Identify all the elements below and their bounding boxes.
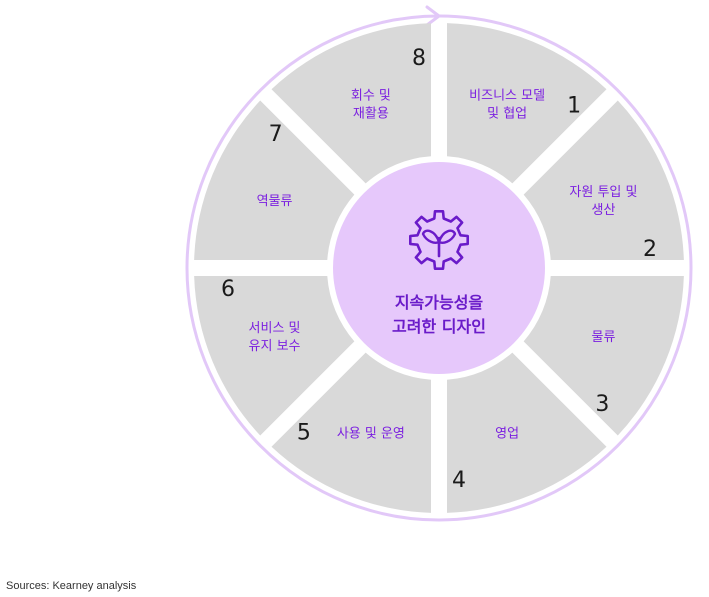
segment-number: 7 <box>269 122 283 147</box>
segment-number: 4 <box>452 468 466 493</box>
segment-label: 역물류 <box>257 194 293 209</box>
segment-shape <box>271 23 431 184</box>
gear-sprout-icon <box>409 210 469 270</box>
segment-3: 물류 3 <box>523 276 684 436</box>
segment-2: 자원 투입 및생산 2 <box>523 100 684 262</box>
segment-label: 유지 보수 <box>249 339 301 354</box>
segment-number: 5 <box>297 420 311 445</box>
segment-number: 2 <box>643 237 657 262</box>
source-note: Sources: Kearney analysis <box>6 580 137 592</box>
sprout-leaf-right <box>437 229 457 244</box>
cycle-ring <box>185 5 693 522</box>
segment-shape <box>523 276 684 436</box>
cycle-arrowhead <box>425 5 441 27</box>
segment-label: 서비스 및 <box>249 321 301 336</box>
segment-shape <box>271 352 431 513</box>
segment-4: 영업 4 <box>447 352 607 513</box>
segment-shape <box>447 23 607 184</box>
segment-5: 사용 및 운영 5 <box>271 352 431 513</box>
segment-label: 회수 및 <box>351 89 391 104</box>
segment-label: 물류 <box>591 330 615 345</box>
segment-label: 생산 <box>591 203 615 218</box>
center-title-line2: 고려한 디자인 <box>392 317 486 336</box>
segment-label: 자원 투입 및 <box>569 185 637 200</box>
segment-number: 3 <box>595 392 609 417</box>
segment-label: 비즈니스 모델 <box>469 89 545 104</box>
center-title-line1: 지속가능성을 <box>395 293 484 312</box>
segment-7: 역물류 7 <box>194 100 355 260</box>
segment-label: 영업 <box>495 426 519 441</box>
gear-outline <box>409 210 469 270</box>
segment-shape <box>194 276 355 436</box>
segment-shape <box>447 352 607 513</box>
segment-number: 1 <box>567 94 581 119</box>
segment-label: 사용 및 운영 <box>337 426 405 441</box>
segment-label: 및 협업 <box>487 107 527 122</box>
segment-number: 6 <box>221 277 235 302</box>
segment-shape <box>194 100 355 260</box>
segment-label: 재활용 <box>353 107 389 122</box>
segment-6: 서비스 및유지 보수 6 <box>194 276 355 436</box>
segment-1: 비즈니스 모델및 협업 1 <box>447 23 607 184</box>
segment-shape <box>523 100 684 260</box>
sprout-leaf-left <box>421 229 441 244</box>
segment-number: 8 <box>412 46 426 71</box>
